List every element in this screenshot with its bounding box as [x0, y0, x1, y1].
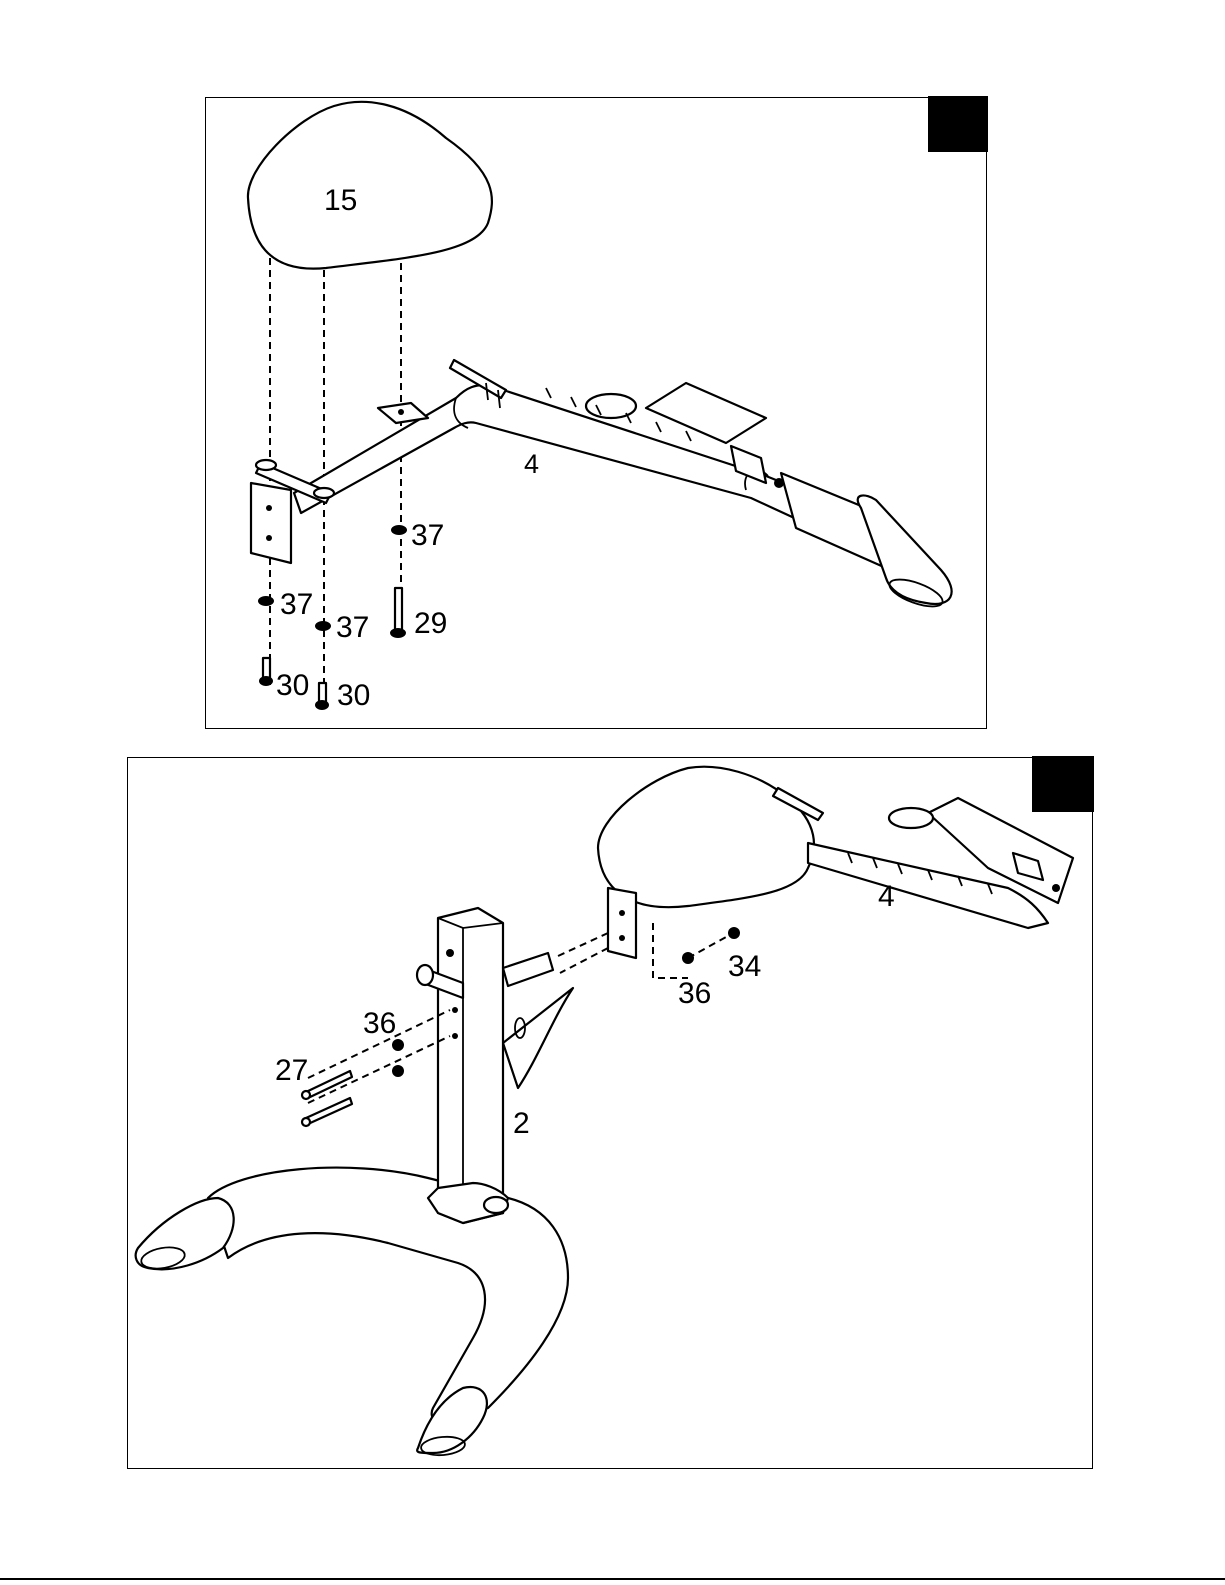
base-foot-cap	[417, 1387, 487, 1453]
step-1-drawing: 15 4	[206, 98, 988, 730]
base-foot-cap	[136, 1198, 234, 1269]
bolt	[306, 1098, 352, 1124]
nut-label: 34	[728, 950, 761, 983]
short-bolt	[319, 683, 326, 703]
washer-label: 37	[280, 588, 313, 621]
seat-pad	[598, 767, 814, 907]
seat-pad-label: 15	[324, 184, 357, 217]
pivot-disc	[889, 808, 933, 828]
long-bolt	[395, 588, 402, 630]
washer	[258, 596, 274, 606]
post-label: 2	[513, 1107, 530, 1140]
washer	[391, 525, 407, 535]
base-frame	[208, 1168, 568, 1425]
pivot-bracket	[646, 383, 766, 443]
washer-label: 37	[411, 519, 444, 552]
washer-label: 37	[336, 611, 369, 644]
step-2-drawing: 4 36 34 36 27 2	[128, 758, 1094, 1470]
washer-label: 36	[678, 977, 711, 1010]
seat-mount-plate	[608, 888, 636, 958]
lock-nut	[728, 927, 740, 939]
short-bolt-label: 30	[276, 669, 309, 702]
washer	[682, 952, 694, 964]
washer	[392, 1065, 404, 1077]
page-bottom-rule	[0, 1578, 1225, 1580]
washer	[392, 1039, 404, 1051]
short-bolt	[263, 658, 270, 678]
post-bracket	[503, 953, 553, 986]
post-gusset	[503, 988, 573, 1088]
washer	[315, 621, 331, 631]
front-mount-plate	[251, 483, 291, 563]
arm-label: 4	[524, 449, 539, 479]
assembly-step-2-panel: 4 36 34 36 27 2	[127, 757, 1093, 1469]
short-bolt-label: 30	[337, 679, 370, 712]
seat-pad	[248, 102, 492, 269]
arm-label: 4	[878, 880, 895, 913]
assembly-step-1-panel: 15 4	[205, 97, 987, 729]
long-bolt-label: 29	[414, 607, 447, 640]
bolt-label: 27	[275, 1054, 308, 1087]
washer-label: 36	[363, 1007, 396, 1040]
pivot-disc	[586, 394, 636, 418]
